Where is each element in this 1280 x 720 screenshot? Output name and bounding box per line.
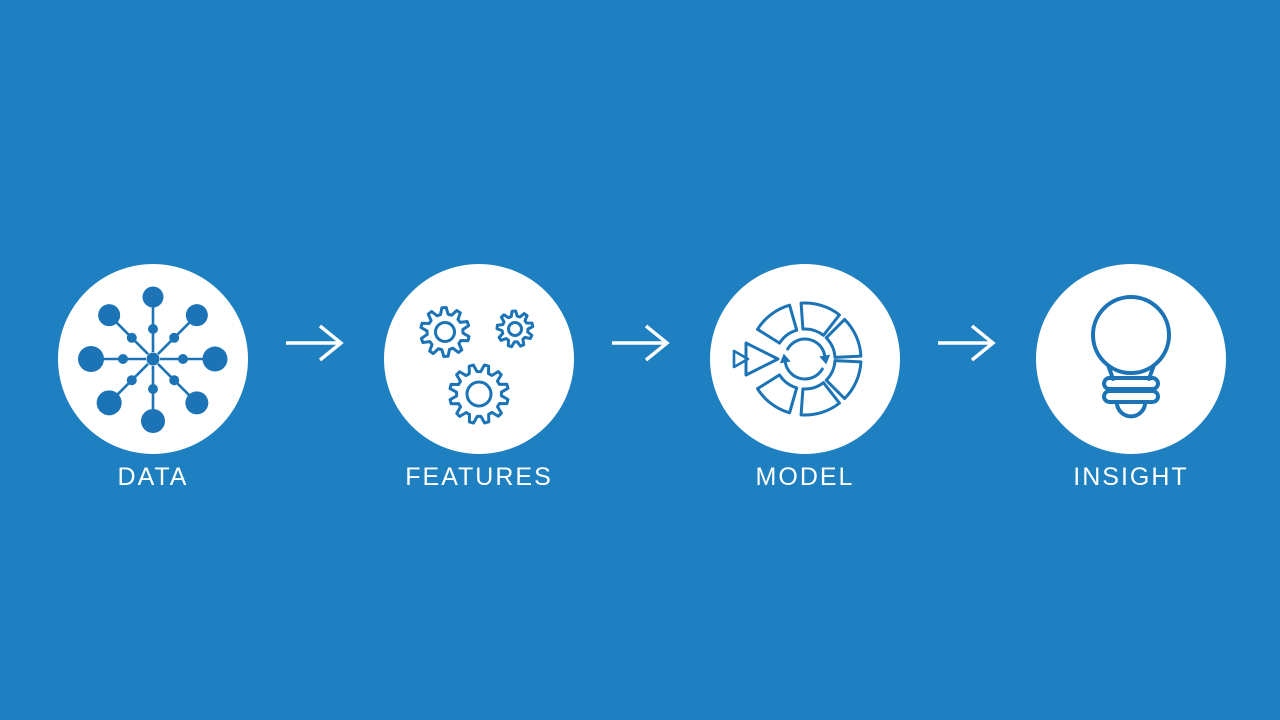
stage-circle-features <box>384 264 574 454</box>
right-arrow-icon <box>938 324 996 362</box>
hub-network-icon <box>78 286 228 433</box>
stage-circle-model <box>710 264 900 454</box>
right-arrow-icon <box>286 324 344 362</box>
gears-icon <box>419 306 535 425</box>
lightbulb-icon <box>1091 295 1171 419</box>
stage-label-insight: INSIGHT <box>1073 463 1189 491</box>
stage-label-features: FEATURES <box>405 463 553 491</box>
stage-label-data: DATA <box>117 463 189 491</box>
segmented-cycle-icon <box>732 301 863 417</box>
right-arrow-icon <box>612 324 670 362</box>
stage-circle-data <box>58 264 248 454</box>
stage-circle-insight <box>1036 264 1226 454</box>
stage-label-model: MODEL <box>755 463 855 491</box>
